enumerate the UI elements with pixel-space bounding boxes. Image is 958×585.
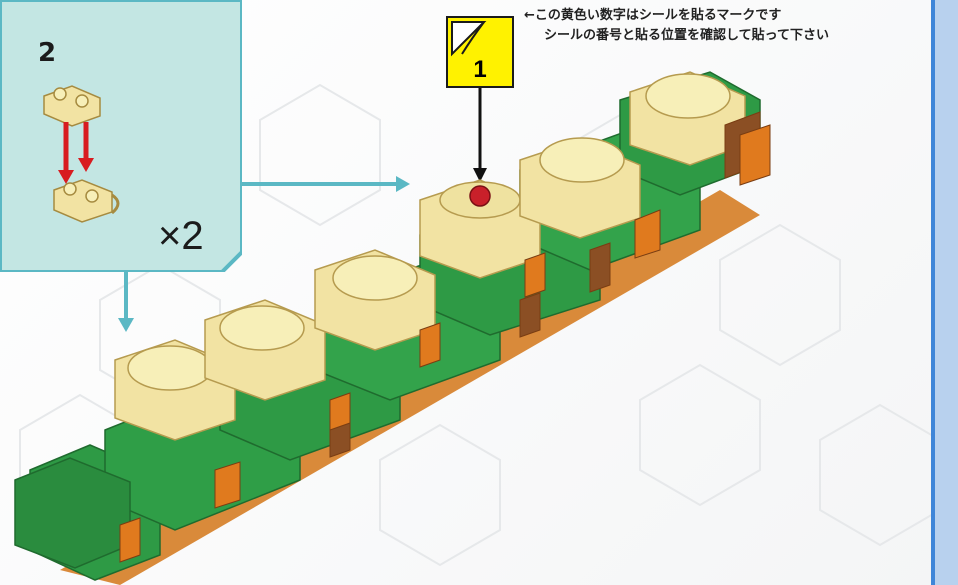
note-line-1: ←この黄色い数字はシールを貼るマークです bbox=[524, 8, 782, 23]
sticker-pointer-arrowhead bbox=[473, 168, 487, 182]
sticker-note: ←この黄色い数字はシールを貼るマークです シールの番号と貼る位置を確認して貼って… bbox=[524, 6, 829, 46]
assembly-arrows bbox=[58, 122, 94, 184]
front-block bbox=[14, 457, 131, 569]
sticker-corner-icon bbox=[451, 21, 487, 57]
upper-part bbox=[43, 85, 101, 127]
subassembly-panel: 2 ×2 bbox=[0, 0, 242, 272]
note-line-2: シールの番号と貼る位置を確認して貼って下さい bbox=[544, 28, 829, 43]
side-clips bbox=[119, 111, 771, 563]
substep-number: 2 bbox=[38, 38, 57, 68]
sticker-marker: 1 bbox=[446, 16, 514, 88]
subassembly-diagram bbox=[43, 85, 120, 223]
lower-part bbox=[53, 179, 120, 223]
tan-blocks bbox=[114, 71, 746, 441]
connector-arrowhead-down bbox=[118, 318, 134, 332]
sticker-number: 1 bbox=[473, 56, 487, 83]
connector-arrowhead-right bbox=[396, 176, 410, 192]
page-side-bar bbox=[931, 0, 958, 585]
quantity-multiplier: ×2 bbox=[158, 214, 204, 258]
